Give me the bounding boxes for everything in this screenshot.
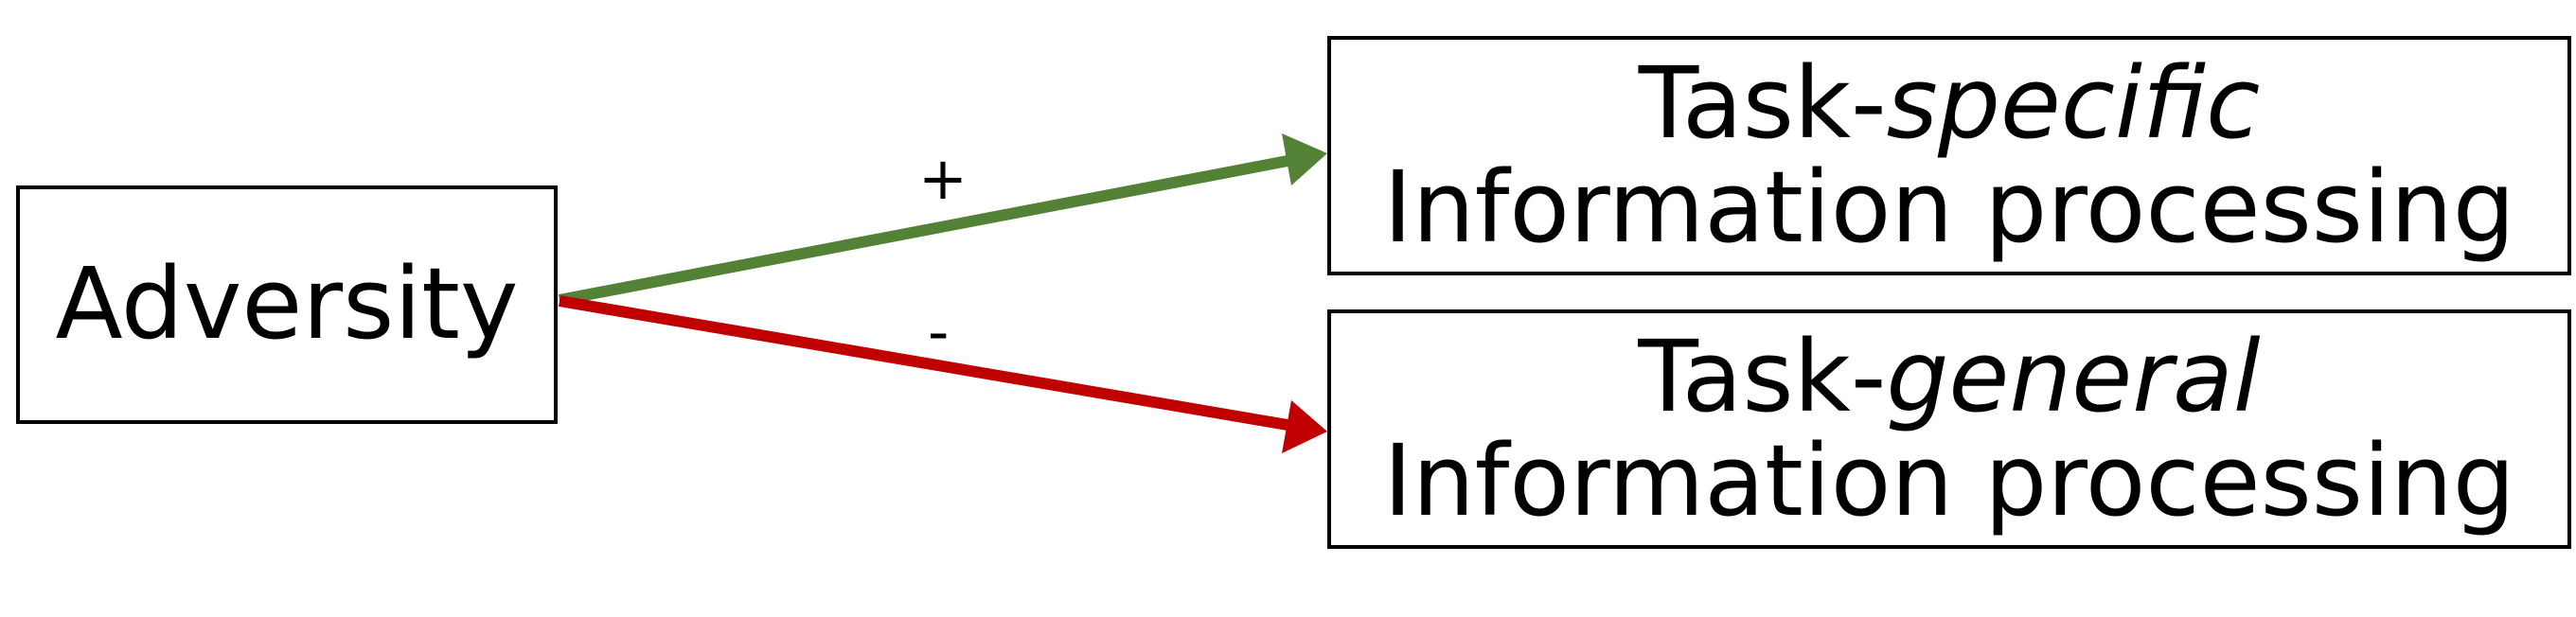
task-general-node: Task-general Information processing [1327, 309, 2571, 549]
task-specific-title: Task-specific [1639, 52, 2261, 155]
adversity-label: Adversity [55, 246, 519, 362]
positive-edge-label: + [918, 144, 968, 213]
task-specific-emphasis: specific [1886, 45, 2261, 162]
task-general-title: Task-general [1638, 326, 2260, 429]
task-specific-node: Task-specific Information processing [1327, 36, 2571, 275]
positive-arrow-line [558, 155, 1289, 306]
task-specific-subtitle: Information processing [1383, 149, 2515, 265]
adversity-node: Adversity [16, 185, 558, 424]
negative-arrow-line [558, 295, 1289, 431]
negative-edge-label: - [928, 297, 950, 366]
task-specific-prefix: Task- [1638, 45, 1887, 162]
task-general-subtitle: Information processing [1383, 422, 2515, 538]
task-general-prefix: Task- [1638, 319, 1887, 435]
negative-arrowhead [1282, 400, 1327, 453]
positive-arrowhead [1282, 133, 1327, 185]
task-general-emphasis: general [1886, 319, 2261, 435]
